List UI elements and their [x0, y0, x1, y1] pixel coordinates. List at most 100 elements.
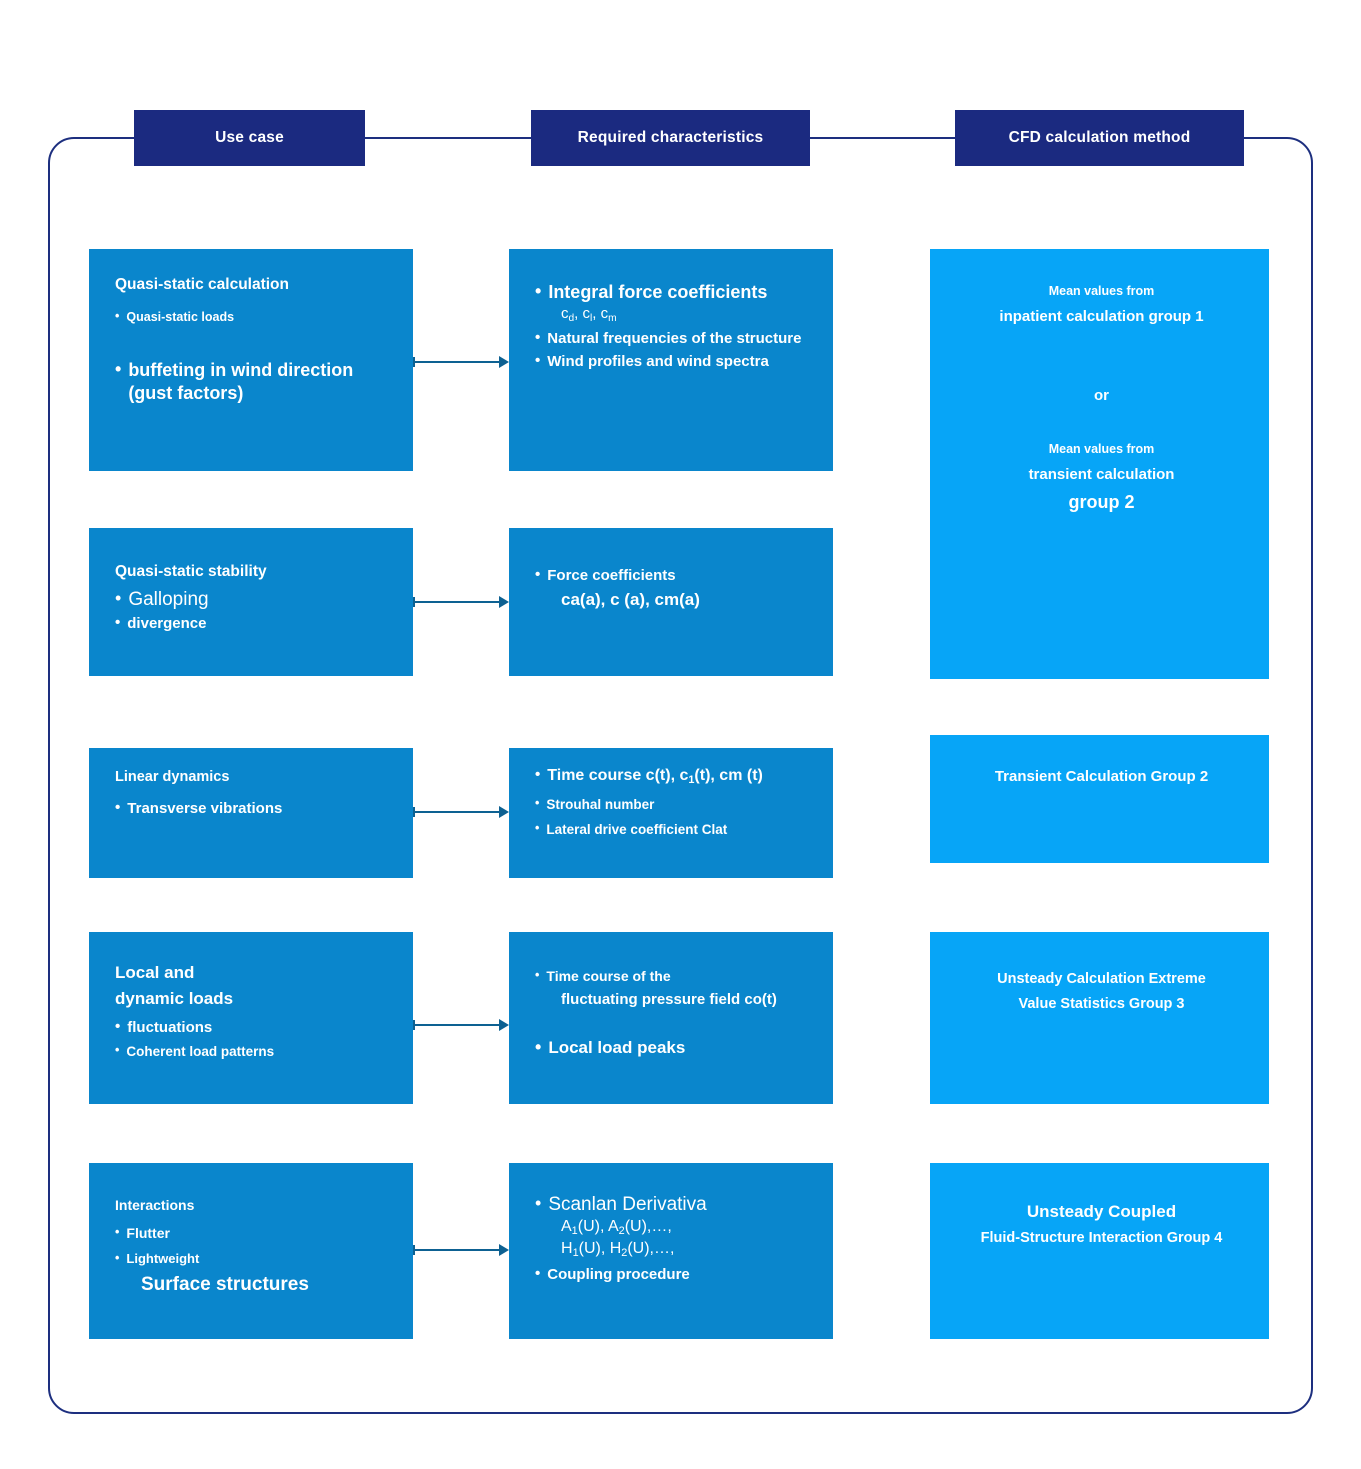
characteristics-4-item-1-label: fluctuating pressure field co(t): [561, 990, 777, 1008]
characteristics-4-item-0: • Time course of the: [535, 968, 811, 986]
characteristics-3-item-0-label: Time course c(t), c1(t), cm (t): [547, 767, 763, 787]
method-1-main-2b: group 2: [1068, 491, 1135, 512]
use-case-5-item-0-label: Flutter: [126, 1224, 170, 1241]
column-header-cfd-calculation-method: CFD calculation method: [955, 110, 1244, 166]
column-header-required-characteristics: Required characteristics: [531, 110, 810, 166]
use-case-2-item-1-label: divergence: [127, 615, 207, 633]
use-case-3-item-0-label: Transverse vibrations: [127, 799, 283, 817]
characteristics-5-item-3-label: Coupling procedure: [547, 1266, 690, 1284]
use-case-2-item-1: • divergence: [115, 614, 391, 633]
use-case-4-title-b: dynamic loads: [115, 988, 234, 1008]
characteristics-1-item-0: • Integral force coefficients: [535, 281, 811, 304]
bullet-icon: •: [115, 1017, 121, 1035]
bullet-icon: •: [535, 766, 541, 783]
characteristics-box-4: • Time course of the fluctuating pressur…: [509, 932, 833, 1104]
use-case-4-item-0-label: fluctuations: [127, 1018, 213, 1036]
use-case-box-3: Linear dynamics • Transverse vibrations: [89, 748, 413, 878]
characteristics-1-item-3-label: Wind profiles and wind spectra: [547, 353, 769, 371]
method-5-main-2: Fluid-Structure Interaction Group 4: [980, 1229, 1223, 1246]
characteristics-3-item-2-label: Lateral drive coefficient Clat: [546, 822, 728, 838]
characteristics-1-subscript-line: cd, cl, cm: [535, 304, 811, 325]
bullet-icon: •: [535, 281, 542, 301]
method-1-main-1: inpatient calculation group 1: [999, 308, 1204, 325]
bullet-icon: •: [535, 968, 540, 982]
bullet-icon: •: [115, 1250, 120, 1265]
bullet-icon: •: [535, 566, 541, 583]
use-case-5-title: Interactions: [115, 1197, 195, 1213]
bullet-icon: •: [535, 352, 541, 370]
bullet-icon: •: [115, 1224, 120, 1239]
bullet-icon: •: [535, 795, 540, 810]
method-5-main-1: Unsteady Coupled: [1026, 1202, 1177, 1221]
characteristics-2-item-0: • Force coefficients: [535, 566, 811, 585]
characteristics-1-item-0-label: Integral force coefficients: [548, 282, 768, 302]
use-case-5-item-1-label: Lightweight: [126, 1250, 200, 1266]
use-case-2-item-0: • Galloping: [115, 588, 391, 612]
characteristics-1-item-3: • Wind profiles and wind spectra: [535, 352, 811, 371]
use-case-3-item-0: • Transverse vibrations: [115, 799, 391, 818]
method-1-lead-1: Mean values from: [1048, 284, 1155, 298]
column-header-use-case: Use case: [134, 110, 365, 166]
characteristics-box-1: • Integral force coefficients cd, cl, cm…: [509, 249, 833, 471]
characteristics-box-3: • Time course c(t), c1(t), cm (t) • Stro…: [509, 748, 833, 878]
use-case-box-1: Quasi-static calculation • Quasi-static …: [89, 249, 413, 471]
characteristics-3-item-0: • Time course c(t), c1(t), cm (t): [535, 766, 811, 788]
use-case-1-title: Quasi-static calculation: [115, 276, 289, 293]
characteristics-5-item-2-label: H1(U), H2(U),…,: [561, 1240, 675, 1260]
characteristics-4-item-2: • Local load peaks: [535, 1037, 811, 1059]
method-4-main-2: Value Statistics Group 3: [1018, 995, 1185, 1012]
characteristics-3-item-1-label: Strouhal number: [546, 796, 655, 812]
use-case-1-item-1: • buffeting in wind direction (gust fact…: [115, 359, 391, 405]
use-case-4-item-1-label: Coherent load patterns: [126, 1043, 275, 1059]
characteristics-4-item-0-label: Time course of the: [546, 968, 671, 984]
use-case-1-item-0: • Quasi-static loads: [115, 309, 391, 325]
column-header-use-case-label: Use case: [215, 129, 284, 146]
use-case-1-item-1-label: buffeting in wind direction (gust factor…: [128, 359, 354, 403]
use-case-3-title: Linear dynamics: [115, 769, 230, 785]
use-case-5-extra-label: Surface structures: [141, 1274, 309, 1296]
characteristics-3-item-2: • Lateral drive coefficient Clat: [535, 821, 811, 838]
characteristics-2-formula-wrap: ca(a), c (a), cm(a): [535, 589, 811, 611]
use-case-5-extra-wrap: Surface structures: [115, 1273, 391, 1297]
bullet-icon: •: [115, 358, 122, 379]
method-1-main-2a: transient calculation: [1028, 466, 1175, 484]
characteristics-box-2: • Force coefficients ca(a), c (a), cm(a): [509, 528, 833, 676]
use-case-4-item-0: • fluctuations: [115, 1018, 391, 1037]
method-3-main-1: Transient Calculation Group 2: [994, 768, 1209, 785]
characteristics-4-item-1-wrap: fluctuating pressure field co(t): [535, 990, 811, 1009]
bullet-icon: •: [115, 614, 121, 632]
use-case-box-5: Interactions • Flutter • Lightweight Sur…: [89, 1163, 413, 1339]
bullet-icon: •: [115, 798, 121, 816]
characteristics-5-item-0: • Scanlan Derivativa: [535, 1193, 811, 1217]
characteristics-box-5: • Scanlan Derivativa A1(U), A2(U),…, H1(…: [509, 1163, 833, 1339]
bullet-icon: •: [535, 1193, 542, 1213]
characteristics-5-formula-b: H1(U), H2(U),…,: [535, 1239, 811, 1261]
use-case-2-item-0-label: Galloping: [128, 588, 209, 610]
characteristics-5-item-1-label: A1(U), A2(U),…,: [561, 1218, 672, 1238]
method-box-5: Unsteady Coupled Fluid-Structure Interac…: [930, 1163, 1269, 1339]
method-4-main-1: Unsteady Calculation Extreme: [997, 971, 1206, 987]
characteristics-5-formula-a: A1(U), A2(U),…,: [535, 1217, 811, 1239]
characteristics-3-item-1: • Strouhal number: [535, 796, 811, 813]
method-box-1: Mean values from inpatient calculation g…: [930, 249, 1269, 679]
bullet-icon: •: [115, 587, 122, 608]
use-case-box-2: Quasi-static stability • Galloping • div…: [89, 528, 413, 676]
characteristics-1-item-2-label: Natural frequencies of the structure: [547, 329, 802, 347]
method-box-3: Transient Calculation Group 2: [930, 735, 1269, 863]
bullet-icon: •: [115, 308, 120, 323]
bullet-icon: •: [115, 1042, 120, 1057]
use-case-2-title: Quasi-static stability: [115, 563, 267, 580]
use-case-1-item-0-label: Quasi-static loads: [126, 309, 235, 324]
characteristics-1-coefficients: cd, cl, cm: [561, 305, 617, 324]
column-header-required-characteristics-label: Required characteristics: [577, 129, 764, 146]
characteristics-5-item-0-label: Scanlan Derivativa: [548, 1194, 707, 1215]
method-1-connector: or: [1094, 387, 1109, 405]
use-case-5-item-0: • Flutter: [115, 1225, 391, 1243]
method-1-lead-2: Mean values from: [1048, 442, 1155, 457]
column-header-cfd-calculation-method-label: CFD calculation method: [1008, 129, 1191, 146]
bullet-icon: •: [535, 328, 541, 346]
characteristics-2-item-1-label: ca(a), c (a), cm(a): [561, 590, 700, 610]
bullet-icon: •: [535, 1037, 542, 1058]
use-case-4-title-a: Local and: [115, 963, 195, 982]
